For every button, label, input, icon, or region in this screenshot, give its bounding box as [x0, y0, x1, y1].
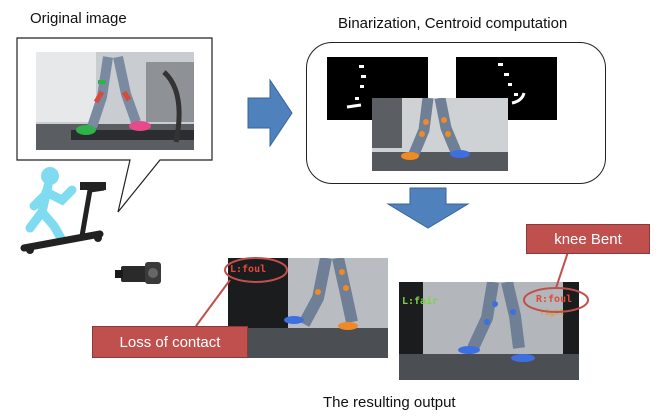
- binary-blobs-right: [498, 63, 526, 105]
- centroid-image: [372, 98, 508, 171]
- left-fair-overlay: L:fair: [402, 296, 439, 307]
- block-arrow-right-icon: [247, 78, 293, 148]
- binary-blobs-left: [346, 65, 366, 109]
- block-arrow-down-icon: [386, 187, 470, 229]
- loss-of-contact-callout: Loss of contact: [92, 326, 248, 358]
- centroid-scene-graphic: [372, 98, 508, 171]
- binarization-label: Binarization, Centroid computation: [338, 15, 568, 32]
- resulting-output-label: The resulting output: [323, 394, 456, 411]
- original-scene-graphic: [36, 52, 194, 150]
- result-image-right: [399, 282, 579, 380]
- left-foul-overlay: L:foul: [230, 264, 267, 275]
- camera-icon: [115, 262, 161, 284]
- knee-bent-callout: knee Bent: [526, 224, 650, 254]
- right-foul-overlay: R:foul: [536, 294, 573, 305]
- original-image-photo: [36, 52, 194, 150]
- result-image-left: [228, 258, 388, 358]
- treadmill-runner-icon: [20, 167, 106, 254]
- result-left-scene-graphic: [228, 258, 388, 358]
- original-image-label: Original image: [30, 10, 127, 27]
- result-right-scene-graphic: [399, 282, 579, 380]
